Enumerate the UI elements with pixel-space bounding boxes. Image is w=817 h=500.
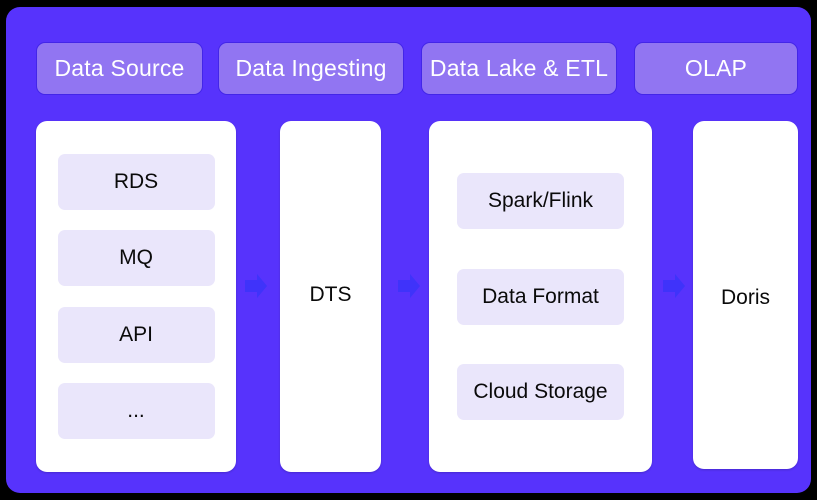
stage-item-label: Cloud Storage (473, 380, 608, 404)
stage-pill-label: Data Source (54, 55, 185, 81)
arrow-right-icon (398, 274, 420, 298)
stage-card-data-lake-etl: Spark/Flink Data Format Cloud Storage (429, 121, 652, 472)
stage-item-label: DTS (309, 283, 352, 306)
stage-item[interactable]: Data Format (457, 268, 624, 325)
stage-pill-label: Data Ingesting (235, 55, 387, 81)
stage-card-olap: Doris (693, 121, 798, 469)
stage-item[interactable]: Doris (693, 126, 798, 469)
stage-item-list: Spark/Flink Data Format Cloud Storage (429, 121, 652, 472)
stage-item-label: MQ (119, 246, 153, 270)
arrow-right-icon (663, 274, 685, 298)
stage-item-label: Spark/Flink (487, 188, 594, 212)
stage-item[interactable]: Cloud Storage (457, 364, 624, 421)
stage-item-label: Doris (720, 285, 770, 309)
stage-pill-label: Data Lake & ETL (429, 55, 609, 81)
stage-item-label: RDS (113, 169, 159, 193)
stage-item[interactable]: MQ (57, 230, 215, 287)
stage-item[interactable]: ... (57, 383, 215, 440)
stage-card-data-ingesting: DTS (280, 121, 381, 472)
stage-item[interactable]: API (57, 306, 215, 363)
stage-pill-data-lake-etl[interactable]: Data Lake & ETL (421, 42, 617, 95)
stage-item[interactable]: RDS (57, 153, 215, 210)
stage-item[interactable]: Spark/Flink (457, 172, 624, 229)
stage-item-list: RDS MQ API ... (36, 121, 236, 472)
stage-pill-olap[interactable]: OLAP (634, 42, 798, 95)
stage-pill-data-source[interactable]: Data Source (36, 42, 203, 95)
stage-card-data-source: RDS MQ API ... (36, 121, 236, 472)
stage-item-label: ... (127, 399, 145, 423)
stage-pill-data-ingesting[interactable]: Data Ingesting (218, 42, 404, 95)
stage-item[interactable]: DTS (280, 118, 381, 472)
stage-item-label: Data Format (482, 284, 599, 308)
stage-item-label: API (119, 322, 153, 346)
diagram-panel: Data Source Data Ingesting Data Lake & E… (6, 7, 811, 493)
arrow-right-icon (245, 274, 267, 298)
stage-pill-label: OLAP (684, 55, 748, 81)
